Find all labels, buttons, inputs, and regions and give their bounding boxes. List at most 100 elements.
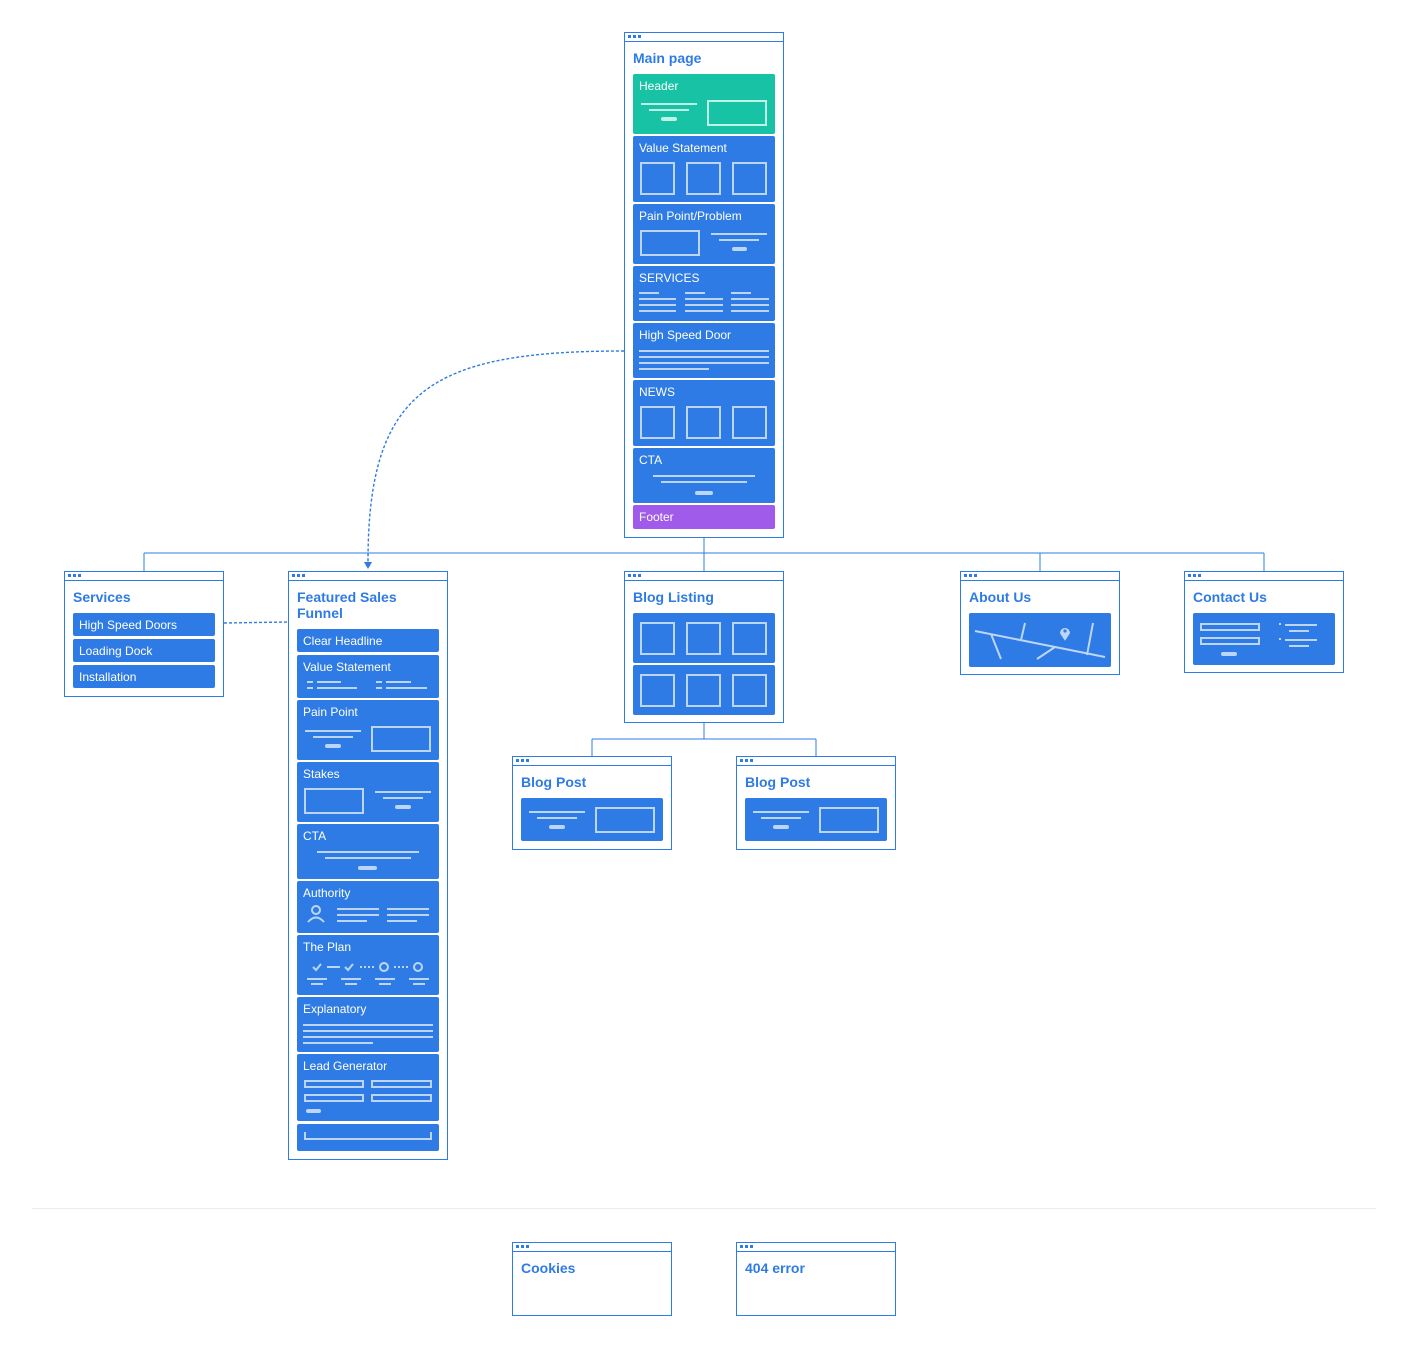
text-image-icon: [305, 726, 431, 752]
header-wireframe-icon: [641, 100, 767, 126]
header-section[interactable]: Header: [633, 74, 775, 134]
image-text-icon: [304, 788, 431, 814]
window-bar: [289, 572, 447, 581]
window-bar: [513, 1243, 671, 1252]
map-icon: [974, 622, 1106, 660]
text-image-icon: [529, 807, 655, 833]
cookies-window[interactable]: Cookies: [512, 1242, 672, 1316]
the-plan-label: The Plan: [303, 940, 352, 954]
services-label: SERVICES: [639, 271, 700, 285]
lead-generator-section[interactable]: Lead Generator: [297, 1054, 439, 1121]
form-icon: [1200, 623, 1317, 656]
blog-post-window[interactable]: Blog Post: [512, 756, 672, 850]
high-speed-door-section[interactable]: High Speed Door: [633, 323, 775, 378]
blog-post-title: Blog Post: [521, 774, 587, 790]
window-bar: [737, 1243, 895, 1252]
blog-listing-title: Blog Listing: [633, 589, 714, 605]
form-fields-icon: [304, 1080, 432, 1113]
stakes-section[interactable]: Stakes: [297, 762, 439, 822]
high-speed-door-label: High Speed Door: [639, 328, 732, 342]
cta-label: CTA: [639, 453, 663, 467]
pain-point-label: Pain Point: [303, 705, 358, 719]
error-404-window[interactable]: 404 error: [736, 1242, 896, 1316]
paragraph-icon: [639, 350, 769, 370]
footer-bar-section[interactable]: [297, 1124, 439, 1151]
window-bar: [961, 572, 1119, 581]
contact-form-block[interactable]: [1193, 613, 1335, 665]
bullet-list-icon: [307, 681, 427, 689]
window-bar: [65, 572, 223, 581]
funnel-pain-point-section[interactable]: Pain Point: [297, 700, 439, 760]
clear-headline-section[interactable]: Clear Headline: [297, 629, 439, 652]
steps-icon: [307, 962, 429, 985]
service-item-loading-dock[interactable]: Loading Dock: [73, 639, 215, 662]
funnel-window[interactable]: Featured Sales Funnel Clear Headline Val…: [288, 571, 448, 1160]
value-statement-label: Value Statement: [303, 660, 391, 674]
cta-icon: [653, 475, 755, 495]
about-title: About Us: [969, 589, 1032, 605]
cta-label: CTA: [303, 829, 327, 843]
bracket-icon: [304, 1132, 432, 1140]
stakes-label: Stakes: [303, 767, 340, 781]
service-item-label: Loading Dock: [79, 643, 153, 658]
blog-grid-row[interactable]: [633, 665, 775, 715]
cta-section[interactable]: CTA: [633, 448, 775, 503]
window-bar: [1185, 572, 1343, 581]
pain-point-label: Pain Point/Problem: [639, 209, 742, 223]
service-item-high-speed-doors[interactable]: High Speed Doors: [73, 613, 215, 636]
text-columns-icon: [639, 292, 769, 312]
footer-label: Footer: [639, 510, 674, 524]
services-section[interactable]: SERVICES: [633, 266, 775, 321]
pain-point-section[interactable]: Pain Point/Problem: [633, 204, 775, 264]
cards-icon: [640, 162, 767, 195]
window-bar: [737, 757, 895, 766]
value-statement-section[interactable]: Value Statement: [633, 136, 775, 202]
cards-icon: [640, 674, 767, 707]
the-plan-section[interactable]: The Plan: [297, 935, 439, 995]
funnel-title: Featured Sales Funnel: [297, 589, 397, 621]
contact-window[interactable]: Contact Us: [1184, 571, 1344, 673]
main-page-window[interactable]: Main page Header Value Statement Pain Po…: [624, 32, 784, 538]
window-bar: [625, 33, 783, 42]
blog-post-title: Blog Post: [745, 774, 811, 790]
explanatory-label: Explanatory: [303, 1002, 367, 1016]
person-icon: [307, 905, 429, 923]
funnel-cta-section[interactable]: CTA: [297, 824, 439, 879]
about-window[interactable]: About Us: [960, 571, 1120, 675]
service-item-label: Installation: [79, 669, 137, 684]
paragraph-icon: [303, 1024, 433, 1044]
contact-title: Contact Us: [1193, 589, 1267, 605]
blog-grid-row[interactable]: [633, 613, 775, 663]
footer-section[interactable]: Footer: [633, 505, 775, 529]
funnel-value-statement-section[interactable]: Value Statement: [297, 655, 439, 698]
map-block[interactable]: [969, 613, 1111, 667]
image-text-icon: [640, 230, 767, 256]
lead-generator-label: Lead Generator: [303, 1059, 388, 1073]
value-statement-label: Value Statement: [639, 141, 727, 155]
news-label: NEWS: [639, 385, 675, 399]
cards-icon: [640, 406, 767, 439]
authority-section[interactable]: Authority: [297, 881, 439, 933]
window-bar: [513, 757, 671, 766]
explanatory-section[interactable]: Explanatory: [297, 997, 439, 1052]
service-item-installation[interactable]: Installation: [73, 665, 215, 688]
cards-icon: [640, 622, 767, 655]
blog-post-content[interactable]: [521, 798, 663, 841]
header-label: Header: [639, 79, 679, 93]
window-bar: [625, 572, 783, 581]
blog-post-window[interactable]: Blog Post: [736, 756, 896, 850]
news-section[interactable]: NEWS: [633, 380, 775, 446]
cookies-title: Cookies: [521, 1260, 576, 1276]
main-page-title: Main page: [633, 50, 702, 66]
error-404-title: 404 error: [745, 1260, 805, 1276]
clear-headline-label: Clear Headline: [303, 633, 383, 648]
service-item-label: High Speed Doors: [79, 617, 178, 632]
services-window[interactable]: Services High Speed Doors Loading Dock I…: [64, 571, 224, 697]
blog-listing-window[interactable]: Blog Listing: [624, 571, 784, 723]
authority-label: Authority: [303, 886, 351, 900]
cta-icon: [317, 851, 419, 870]
services-title: Services: [73, 589, 131, 605]
blog-post-content[interactable]: [745, 798, 887, 841]
text-image-icon: [753, 807, 879, 833]
